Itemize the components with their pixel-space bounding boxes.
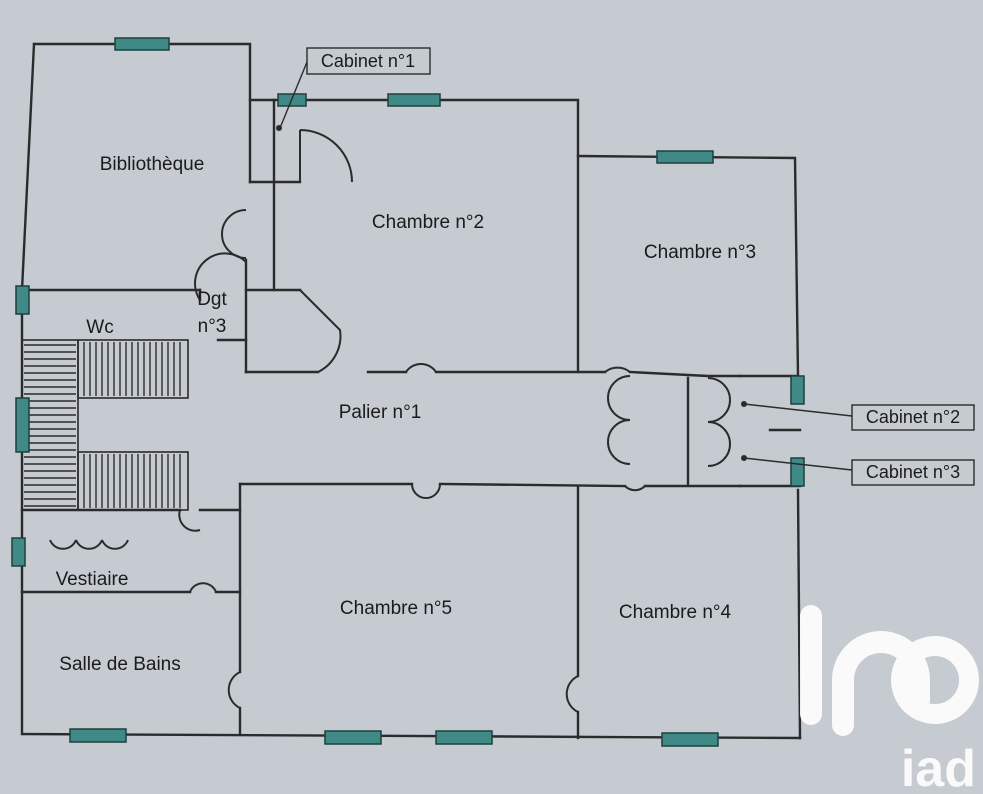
window [661, 732, 719, 747]
window [11, 537, 26, 567]
room-label-vestiaire: Vestiaire [56, 569, 129, 590]
callout-cabinet1-label: Cabinet n°1 [321, 51, 415, 71]
callout-cabinet2-label: Cabinet n°2 [866, 407, 960, 427]
room-label-salle-de-bains: Salle de Bains [59, 654, 180, 675]
room-label-dgt: Dgt [197, 289, 227, 310]
callout-cabinet3-label: Cabinet n°3 [866, 462, 960, 482]
iad-logo: iad [800, 605, 979, 794]
window [15, 397, 30, 453]
room-label-chambre5: Chambre n°5 [340, 598, 452, 619]
window [69, 728, 127, 743]
room-label-chambre3: Chambre n°3 [644, 242, 756, 263]
door-cabinet1 [299, 129, 353, 183]
window [790, 375, 805, 405]
doors [49, 129, 731, 713]
room-label-palier: Palier n°1 [339, 402, 422, 423]
staircase [21, 339, 189, 511]
room-label-bibliotheque: Bibliothèque [100, 154, 205, 175]
callout-cabinet1: Cabinet n°1 [306, 47, 431, 75]
iad-logo-text: iad [901, 740, 976, 794]
callout-cabinet3: Cabinet n°3 [851, 459, 975, 486]
room-label-chambre2: Chambre n°2 [372, 212, 484, 233]
callout-cabinet2: Cabinet n°2 [851, 404, 975, 431]
window [324, 730, 382, 745]
window [387, 93, 441, 107]
window [790, 457, 805, 487]
room-label-chambre4: Chambre n°4 [619, 602, 732, 623]
window [15, 285, 30, 315]
window [114, 37, 170, 51]
callout-leaders [276, 61, 853, 471]
window [435, 730, 493, 745]
room-label-wc: Wc [86, 317, 113, 338]
room-label-dgt-number: n°3 [198, 316, 227, 337]
windows [11, 37, 805, 747]
window [656, 150, 714, 164]
